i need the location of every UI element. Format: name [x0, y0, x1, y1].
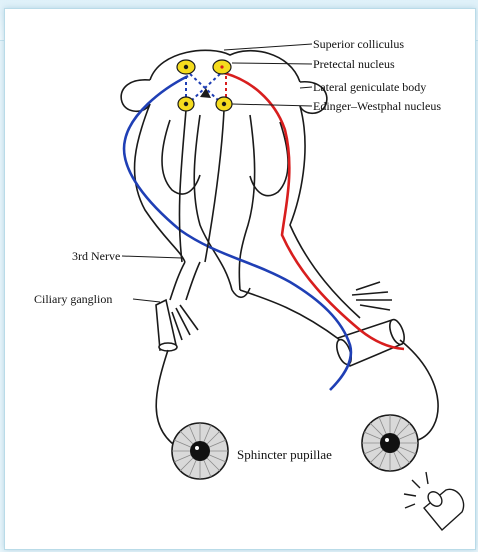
- label-lateral-geniculate-body: Lateral geniculate body: [313, 80, 426, 94]
- right-eye-pupil: [362, 415, 418, 471]
- efferent-fibres: [179, 110, 224, 262]
- lateral-geniculate-marker: [200, 88, 211, 98]
- label-third-nerve: 3rd Nerve: [72, 249, 120, 263]
- label-ciliary-ganglion: Ciliary ganglion: [34, 292, 112, 306]
- label-superior-colliculus: Superior colliculus: [313, 37, 404, 51]
- pretectal-nuclei: [177, 60, 231, 74]
- label-pretectal-nucleus: Pretectal nucleus: [313, 57, 395, 71]
- leader-lines: [122, 44, 312, 302]
- label-sphincter-pupillae: Sphincter pupillae: [237, 447, 332, 462]
- ciliary-ganglion-shape: [156, 300, 198, 351]
- optic-nerve-right: [334, 282, 407, 366]
- left-pupillary-pathway: [124, 76, 351, 390]
- flashlight-icon: [404, 472, 464, 530]
- label-edinger-westphal-nucleus: Edinger–Westphal nucleus: [313, 99, 441, 113]
- edinger-westphal-nuclei: [178, 97, 232, 111]
- left-eye-pupil: [172, 423, 228, 479]
